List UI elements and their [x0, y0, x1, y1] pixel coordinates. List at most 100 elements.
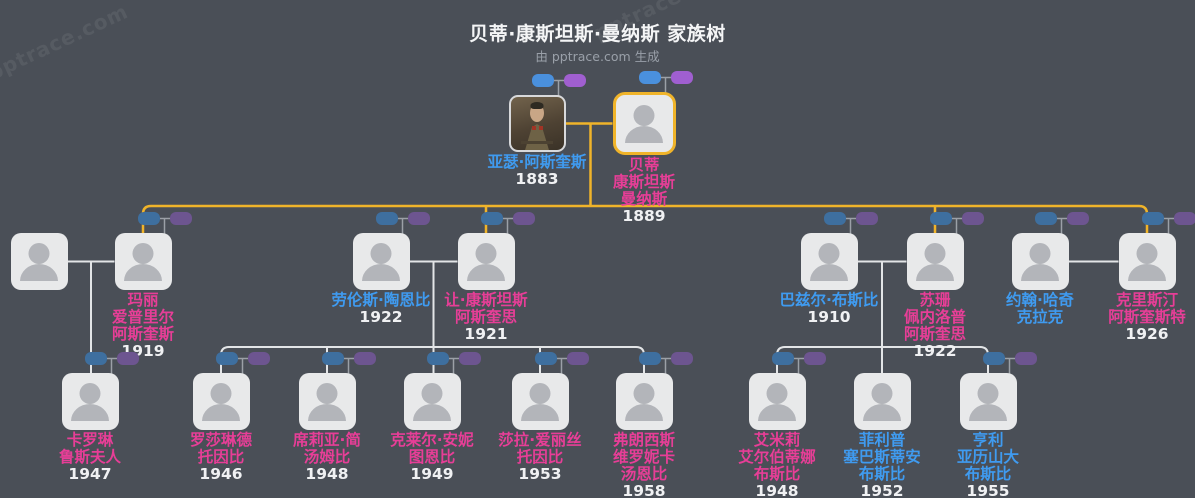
family-connector-line [776, 346, 989, 375]
person-card-basil[interactable] [800, 233, 858, 290]
person-silhouette-icon [475, 243, 497, 264]
parent-pill-father[interactable] [983, 352, 1005, 365]
person-silhouette-icon [1021, 264, 1059, 281]
parent-pill-mother[interactable] [170, 212, 192, 225]
parent-pill-father[interactable] [535, 352, 557, 365]
person-silhouette-icon [1136, 243, 1158, 264]
person-name-line: 布斯比 [753, 465, 801, 483]
portrait-belt [521, 141, 553, 144]
person-silhouette-icon [202, 404, 240, 421]
parent-pill-mother[interactable] [567, 352, 589, 365]
parent-pill-father[interactable] [930, 212, 952, 225]
parent-pill-father[interactable] [376, 212, 398, 225]
person-card-rosalind[interactable] [192, 373, 250, 430]
person-card-mary[interactable] [114, 233, 172, 290]
person-name-line: 阿斯奎斯 [111, 325, 174, 343]
parent-pill-mother[interactable] [1174, 212, 1195, 225]
parent-pill-father[interactable] [427, 352, 449, 365]
portrait-hair [530, 102, 544, 109]
person-birth-year: 1958 [622, 482, 666, 498]
parent-pill-father[interactable] [639, 71, 661, 84]
parent-pill-mother[interactable] [354, 352, 376, 365]
person-card-john[interactable] [1011, 233, 1069, 290]
parent-pill-mother[interactable] [671, 71, 693, 84]
person-birth-year: 1910 [807, 308, 851, 326]
parent-pill-father[interactable] [772, 352, 794, 365]
parent-pill-father[interactable] [1035, 212, 1057, 225]
person-silhouette-icon [977, 383, 999, 404]
person-card-sarah[interactable] [511, 373, 569, 430]
person-birth-year: 1922 [359, 308, 403, 326]
person-card-clare[interactable] [403, 373, 461, 430]
person-birth-year: 1946 [199, 465, 243, 483]
person-birth-year: 1948 [305, 465, 349, 483]
person-silhouette-icon [633, 383, 655, 404]
person-name-line: 阿斯奎思 [454, 308, 517, 326]
person-name-line: 阿斯奎思 [903, 325, 966, 343]
person-card-christine[interactable] [1118, 233, 1176, 290]
person-card-lawrence[interactable] [352, 233, 410, 290]
person-name-line: 玛丽 [127, 291, 159, 309]
person-card-betty[interactable] [612, 92, 676, 155]
person-name-line: 艾米莉 [753, 431, 801, 449]
person-silhouette-icon [871, 383, 893, 404]
person-silhouette-icon [467, 264, 505, 281]
person-name-line: 克莱尔·安妮 [390, 431, 474, 449]
parent-pill-father[interactable] [322, 352, 344, 365]
person-name-line: 布斯比 [964, 465, 1012, 483]
person-silhouette-icon [810, 264, 848, 281]
person-card-frances[interactable] [615, 373, 673, 430]
person-card-spouse_unknown[interactable] [10, 233, 68, 290]
person-card-emily[interactable] [748, 373, 806, 430]
person-name-line: 鲁斯夫人 [58, 448, 121, 466]
person-name-line: 托因比 [197, 448, 245, 466]
person-name-line: 托因比 [516, 448, 564, 466]
parent-pill-mother[interactable] [671, 352, 693, 365]
parent-pill-mother[interactable] [804, 352, 826, 365]
parent-pill-mother[interactable] [1015, 352, 1037, 365]
parent-pill-father[interactable] [639, 352, 661, 365]
parent-pill-father[interactable] [138, 212, 160, 225]
person-card-henry[interactable] [959, 373, 1017, 430]
person-silhouette-icon [316, 383, 338, 404]
person-card-philip[interactable] [853, 373, 911, 430]
person-name-line: 汤恩比 [620, 465, 668, 483]
person-card-arthur[interactable] [508, 95, 566, 152]
person-name-line: 亚历山大 [956, 448, 1019, 466]
parent-pill-father[interactable] [216, 352, 238, 365]
person-card-caroline[interactable] [61, 373, 119, 430]
parent-pill-father[interactable] [85, 352, 107, 365]
parent-pill-father[interactable] [481, 212, 503, 225]
parent-pill-father[interactable] [824, 212, 846, 225]
person-birth-year: 1883 [515, 170, 559, 188]
parent-pill-mother[interactable] [408, 212, 430, 225]
parent-pill-mother[interactable] [856, 212, 878, 225]
person-silhouette-icon [625, 404, 663, 421]
person-card-celia[interactable] [298, 373, 356, 430]
person-name-line: 罗莎琳德 [189, 431, 252, 449]
person-birth-year: 1947 [68, 465, 112, 483]
parent-pill-mother[interactable] [117, 352, 139, 365]
person-silhouette-icon [633, 105, 655, 126]
parent-pill-mother[interactable] [564, 74, 586, 87]
person-silhouette-icon [308, 404, 346, 421]
family-connector-line [141, 204, 1149, 235]
parent-pill-mother[interactable] [1067, 212, 1089, 225]
person-card-jean[interactable] [457, 233, 515, 290]
parent-pill-father[interactable] [532, 74, 554, 87]
parent-pill-mother[interactable] [962, 212, 984, 225]
person-name-line: 亨利 [972, 431, 1004, 449]
parent-pill-mother[interactable] [513, 212, 535, 225]
person-card-susan[interactable] [906, 233, 964, 290]
parent-pill-mother[interactable] [459, 352, 481, 365]
parent-pill-father[interactable] [1142, 212, 1164, 225]
parent-pill-mother[interactable] [248, 352, 270, 365]
person-silhouette-icon [818, 243, 840, 264]
person-silhouette-icon [758, 404, 796, 421]
